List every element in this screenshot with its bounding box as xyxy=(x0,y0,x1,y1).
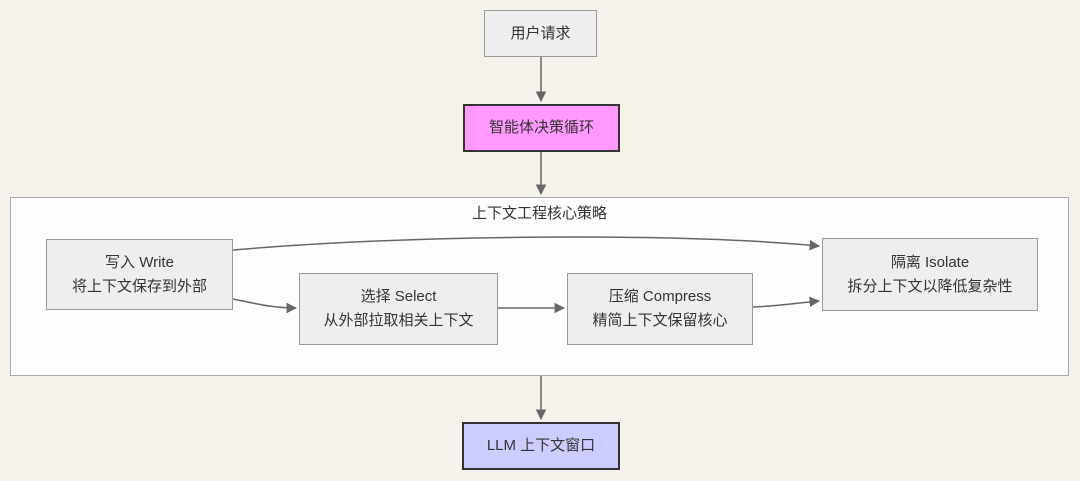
node-write: 写入 Write 将上下文保存到外部 xyxy=(46,239,233,310)
node-isolate: 隔离 Isolate 拆分上下文以降低复杂性 xyxy=(822,238,1038,311)
node-isolate-desc: 拆分上下文以降低复杂性 xyxy=(847,277,1013,295)
node-compress-title: 压缩 Compress xyxy=(608,288,712,305)
node-llm-context-window-label: LLM 上下文窗口 xyxy=(486,437,596,454)
node-user-request: 用户请求 xyxy=(484,10,597,57)
node-select-title: 选择 Select xyxy=(360,288,437,305)
node-isolate-title: 隔离 Isolate xyxy=(890,253,970,271)
node-user-request-label: 用户请求 xyxy=(510,24,571,42)
node-agent-decision-loop-label: 智能体决策循环 xyxy=(488,119,594,136)
node-select: 选择 Select 从外部拉取相关上下文 xyxy=(299,273,498,345)
node-write-desc: 将上下文保存到外部 xyxy=(71,277,207,295)
node-select-desc: 从外部拉取相关上下文 xyxy=(323,312,474,329)
node-write-title: 写入 Write xyxy=(105,253,174,271)
node-agent-decision-loop: 智能体决策循环 xyxy=(463,104,620,152)
node-llm-context-window: LLM 上下文窗口 xyxy=(462,422,620,470)
node-compress-desc: 精简上下文保留核心 xyxy=(592,312,728,329)
node-compress: 压缩 Compress 精简上下文保留核心 xyxy=(567,273,753,345)
subgraph-title: 上下文工程核心策略 xyxy=(471,205,607,222)
